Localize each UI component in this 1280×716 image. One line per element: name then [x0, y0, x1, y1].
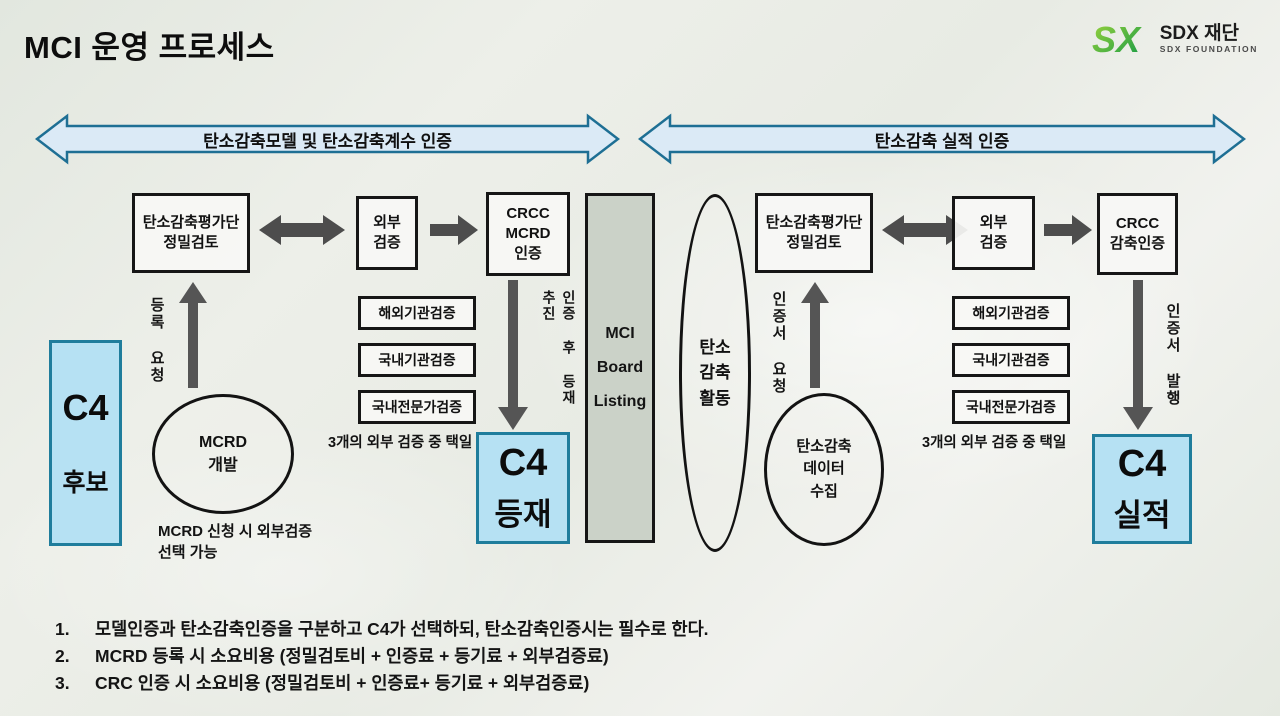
board-line3: Listing: [593, 393, 647, 410]
right-external-verify-box: 외부 검증: [952, 196, 1035, 270]
cert-request-label: 인증서 요청: [770, 291, 787, 395]
cert-issue-down-arrow-icon: [1123, 280, 1153, 430]
left-external-line1: 외부: [373, 213, 401, 231]
carbon-reduction-activity-ellipse: 탄소 감축 활동: [679, 194, 751, 552]
svg-text:SX: SX: [1092, 19, 1142, 60]
left-listing-down-arrow-icon: [498, 280, 528, 430]
left-review-box: 탄소감축평가단 정밀검토: [132, 193, 250, 273]
footnote-2: 2. MCRD 등록 시 소요비용 (정밀검토비 + 인증료 + 등기료 + 외…: [55, 643, 1215, 669]
footnote-2-number: 2.: [55, 646, 70, 666]
footnote-3: 3. CRC 인증 시 소요비용 (정밀검토비 + 인증료+ 등기료 + 외부검…: [55, 670, 1215, 696]
cert-request-up-arrow-icon: [801, 282, 829, 388]
data-ellipse-line2: 데이터: [803, 460, 845, 478]
footnote-1-text: 모델인증과 탄소감축인증을 구분하고 C4가 선택하되, 탄소감축인증시는 필수…: [95, 619, 709, 639]
left-verify-option-domestic-expert: 국내전문가검증: [358, 390, 476, 424]
c4-result-c4: C4: [1117, 443, 1167, 485]
right-crcc-line1: CRCC: [1115, 214, 1160, 232]
right-verify-option-domestic-expert: 국내전문가검증: [952, 390, 1070, 424]
footnote-3-text: CRC 인증 시 소요비용 (정밀검토비 + 인증료+ 등기료 + 외부검증료): [95, 673, 590, 693]
right-review-line2: 정밀검토: [786, 234, 842, 251]
page-title: MCI 운영 프로세스: [24, 30, 275, 65]
mcrd-develop-line1: MCRD: [199, 433, 247, 451]
left-external-verify-box: 외부 검증: [356, 196, 418, 270]
activity-line3: 활동: [699, 388, 731, 408]
board-line2: Board: [596, 359, 644, 376]
listing-push-label: 인증 후 등재 추진: [541, 290, 577, 406]
activity-line1: 탄소: [699, 337, 731, 357]
right-right-arrow-icon: [1044, 215, 1092, 245]
right-verify-option-overseas: 해외기관검증: [952, 296, 1070, 330]
footnote-1-number: 1.: [55, 619, 70, 639]
c4-candidate-label: 후보: [62, 469, 109, 497]
board-line1: MCI: [605, 325, 635, 342]
footnote-1: 1. 모델인증과 탄소감축인증을 구분하고 C4가 선택하되, 탄소감축인증시는…: [55, 616, 1215, 642]
mcrd-note-line1: MCRD 신청 시 외부검증: [158, 523, 313, 540]
left-review-line1: 탄소감축평가단: [142, 213, 240, 231]
footnote-2-text: MCRD 등록 시 소요비용 (정밀검토비 + 인증료 + 등기료 + 외부검증…: [95, 646, 609, 666]
register-request-up-arrow-icon: [179, 282, 207, 388]
left-crcc-line3: 인증: [514, 245, 542, 263]
right-options-note: 3개의 외부 검증 중 택일: [922, 435, 1067, 451]
c4-candidate-box: C4 후보: [49, 340, 122, 546]
right-crcc-line2: 감축인증: [1109, 235, 1166, 252]
activity-line2: 감축: [699, 363, 731, 383]
double-arrow-banner-icon: [35, 113, 620, 165]
logo-name-en: SDX FOUNDATION: [1159, 43, 1258, 54]
left-crcc-box: CRCC MCRD 인증: [486, 192, 570, 276]
banner-model-label: 탄소감축모델 및 탄소감축계수 인증: [203, 131, 452, 151]
left-external-line2: 검증: [373, 234, 401, 251]
sdx-logo: SX SDX 재단 SDX FOUNDATION: [1091, 16, 1258, 62]
mcrd-develop-ellipse: MCRD 개발: [152, 394, 294, 514]
right-crcc-box: CRCC 감축인증: [1097, 193, 1178, 275]
right-review-box: 탄소감축평가단 정밀검토: [755, 193, 873, 273]
sdx-logo-icon: SX: [1092, 19, 1142, 60]
banner-performance-label: 탄소감축 실적 인증: [874, 131, 1010, 151]
left-right-arrow-icon: [430, 215, 478, 245]
footnote-3-number: 3.: [55, 673, 70, 693]
left-crcc-line2: MCRD: [505, 224, 551, 242]
data-ellipse-line1: 탄소감축: [796, 437, 852, 455]
carbon-data-collection-ellipse: 탄소감축 데이터 수집: [764, 393, 884, 546]
banner-performance-certification: 탄소감축 실적 인증: [638, 113, 1246, 165]
register-request-label: 등록 요청: [148, 296, 165, 384]
c4-listed-c4: C4: [498, 442, 548, 484]
right-double-arrow-icon: [882, 215, 968, 245]
mcrd-develop-line2: 개발: [208, 457, 238, 474]
sdx-logo-text: SDX 재단 SDX FOUNDATION: [1159, 22, 1258, 54]
c4-result-label: 실적: [1113, 498, 1171, 533]
mci-board-listing-box: MCI Board Listing: [585, 193, 655, 543]
left-review-line2: 정밀검토: [163, 234, 219, 251]
right-external-line1: 외부: [979, 213, 1008, 231]
mcrd-note: MCRD 신청 시 외부검증 선택 가능: [158, 521, 348, 563]
right-external-line2: 검증: [979, 234, 1008, 251]
mcrd-note-line2: 선택 가능: [158, 544, 218, 561]
right-verify-option-domestic-org: 국내기관검증: [952, 343, 1070, 377]
right-review-line1: 탄소감축평가단: [765, 213, 863, 231]
logo-name-ko: SDX 재단: [1159, 22, 1240, 44]
c4-listed-label: 등재: [494, 497, 552, 532]
c4-listed-box: C4 등재: [476, 432, 570, 544]
cert-issue-label: 인증서 발행: [1164, 303, 1181, 407]
banner-model-certification: 탄소감축모델 및 탄소감축계수 인증: [35, 113, 620, 165]
data-ellipse-line3: 수집: [810, 482, 838, 500]
left-verify-option-overseas: 해외기관검증: [358, 296, 476, 330]
left-verify-option-domestic-org: 국내기관검증: [358, 343, 476, 377]
left-crcc-line1: CRCC: [506, 204, 550, 222]
left-double-arrow-icon: [259, 215, 345, 245]
left-options-note: 3개의 외부 검증 중 택일: [328, 435, 473, 451]
footnotes: 1. 모델인증과 탄소감축인증을 구분하고 C4가 선택하되, 탄소감축인증시는…: [55, 616, 1215, 696]
double-arrow-banner-icon: [638, 113, 1246, 165]
c4-candidate-c4: C4: [62, 387, 109, 428]
c4-result-box: C4 실적: [1092, 434, 1192, 544]
